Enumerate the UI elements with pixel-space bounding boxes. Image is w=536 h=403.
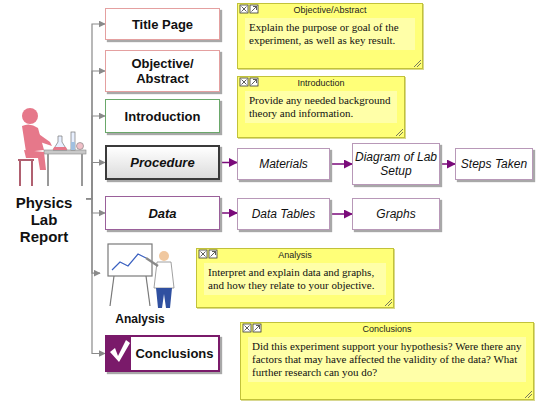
section-box: Title Page [105,8,220,40]
teacher-illustration [108,244,174,308]
resize-grip [385,60,532,398]
note-icons [199,5,261,332]
scientist-illustration [18,108,86,186]
tree-connector [86,199,105,213]
note-title: Analysis [197,249,393,261]
note-title: Introduction [238,77,404,89]
tree-connector [86,116,105,199]
sticky-note: ConclusionsDid this experiment support y… [240,322,534,400]
sub-box: Data Tables [237,198,330,230]
section-box: Procedure [105,145,220,180]
node-label: Procedure [130,155,194,170]
sticky-note: Objective/AbstractExplain the purpose or… [237,3,423,69]
node-label: Introduction [125,109,201,124]
tree-connector [86,163,105,199]
flow-arrow [440,163,455,165]
flow-arrow [330,213,352,215]
note-body: Interpret and explain data and graphs, a… [204,263,386,295]
node-label: Materials [259,157,308,171]
section-box: Data [105,196,220,230]
note-body: Provide any needed background theory and… [245,91,397,123]
note-title: Objective/Abstract [238,4,422,16]
tree-connector [86,199,100,274]
sub-box: Graphs [352,198,440,230]
node-label: Conclusions [135,346,213,361]
node-label: Graphs [376,207,415,221]
sub-box: Steps Taken [455,148,533,180]
icon-node: Analysis [100,238,180,326]
node-label: Data [148,206,176,221]
note-body: Explain the purpose or goal of the exper… [245,18,415,50]
section-box: Objective/ Abstract [105,50,220,92]
node-label: Physics Lab Report [11,194,77,245]
tree-connector [86,24,105,199]
check-mark [110,340,130,362]
flow-arrow [330,163,352,165]
flow-arrow [220,162,237,164]
sub-box: Diagram of Lab Setup [352,143,440,185]
section-box: Introduction [105,99,220,133]
node-label: Steps Taken [461,157,527,171]
tree-connector [86,199,105,354]
note-title: Conclusions [241,323,533,335]
node-label: Data Tables [252,207,316,221]
node-label: Diagram of Lab Setup [353,150,439,178]
sub-box: Materials [237,148,330,180]
note-body: Did this experiment support your hypothe… [248,337,526,382]
node-label: Title Page [132,17,193,32]
section-box: Conclusions [105,335,220,372]
sticky-note: AnalysisInterpret and explain data and g… [196,248,394,308]
node-label: Analysis [115,312,164,326]
root-node: Physics Lab Report [2,100,86,245]
tree-connector [86,71,105,199]
flow-arrow [220,212,237,214]
sticky-note: IntroductionProvide any needed backgroun… [237,76,405,138]
node-label: Objective/ Abstract [106,56,219,86]
